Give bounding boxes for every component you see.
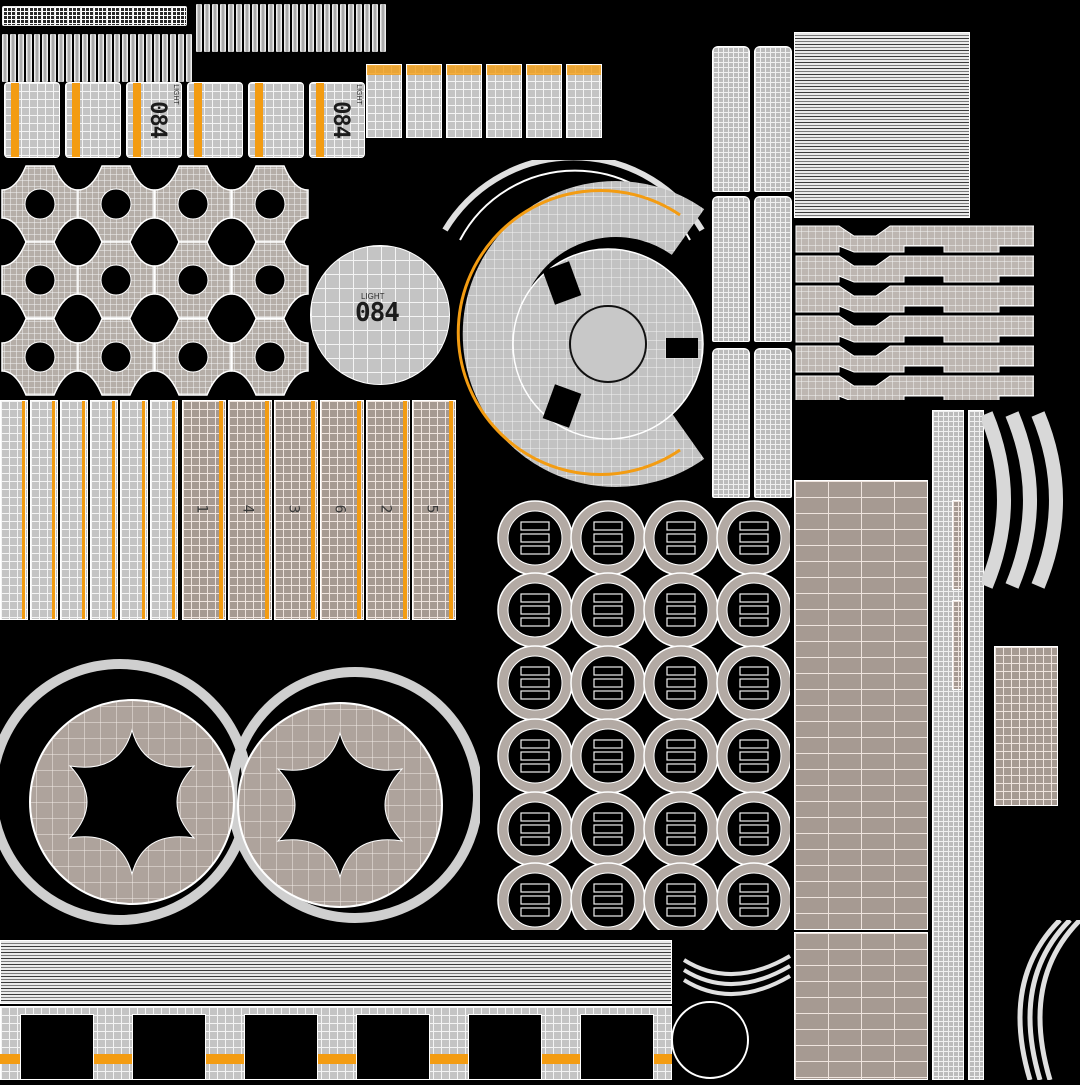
card-3-labeled: 084 LIGHT bbox=[126, 82, 182, 158]
window-1 bbox=[20, 1014, 94, 1080]
large-tan-floor bbox=[794, 480, 928, 930]
numbered-panel-2: 2 bbox=[366, 400, 410, 620]
window-6 bbox=[580, 1014, 654, 1080]
window-2 bbox=[132, 1014, 206, 1080]
window-5 bbox=[468, 1014, 542, 1080]
large-tan-floor-bottom bbox=[794, 932, 928, 1080]
window-3 bbox=[244, 1014, 318, 1080]
window-4 bbox=[356, 1014, 430, 1080]
ring-cup-grid bbox=[490, 500, 790, 930]
chips-row-1 bbox=[2, 6, 192, 30]
double-disc bbox=[0, 630, 483, 930]
vertical-column-pairs bbox=[710, 44, 794, 500]
bottom-right-arcs bbox=[670, 930, 794, 1080]
numbered-panel-1: 1 bbox=[182, 400, 226, 620]
top-cards-row: 084 LIGHT 084 LIGHT bbox=[4, 82, 365, 160]
bottom-strip bbox=[0, 940, 672, 1080]
notched-bars bbox=[794, 224, 1035, 403]
disc-number: 084 bbox=[355, 298, 400, 328]
card-6-tag: LIGHT bbox=[354, 84, 362, 105]
card-1 bbox=[4, 82, 60, 158]
numbered-panel-5: 5 bbox=[412, 400, 456, 620]
pillars-row-2 bbox=[2, 34, 198, 82]
card-2 bbox=[65, 82, 121, 158]
ring-assembly bbox=[440, 154, 710, 500]
card-6-labeled: 084 LIGHT bbox=[309, 82, 365, 158]
vertical-numbered-panels: 1 4 3 6 2 5 bbox=[0, 400, 460, 622]
card-4 bbox=[187, 82, 243, 158]
card-3-tag: LIGHT bbox=[171, 84, 179, 105]
light-084-disc: LIGHT 084 bbox=[310, 245, 450, 385]
numbered-panel-4: 4 bbox=[228, 400, 272, 620]
quatrefoil-grid bbox=[0, 162, 310, 398]
far-right-arcs bbox=[1000, 918, 1080, 1081]
top-orange-header-panels bbox=[366, 64, 606, 142]
pillars-row-1 bbox=[196, 4, 392, 52]
numbered-panel-3: 3 bbox=[274, 400, 318, 620]
card-6-number: 084 bbox=[327, 101, 353, 138]
card-5 bbox=[248, 82, 304, 158]
numbered-panel-6: 6 bbox=[320, 400, 364, 620]
horizontal-stripe-block bbox=[794, 32, 970, 218]
card-3-number: 084 bbox=[144, 101, 170, 138]
disc-tag: LIGHT bbox=[361, 292, 385, 301]
top-left-pillars-strip bbox=[0, 0, 400, 82]
right-rails bbox=[930, 410, 1080, 1080]
